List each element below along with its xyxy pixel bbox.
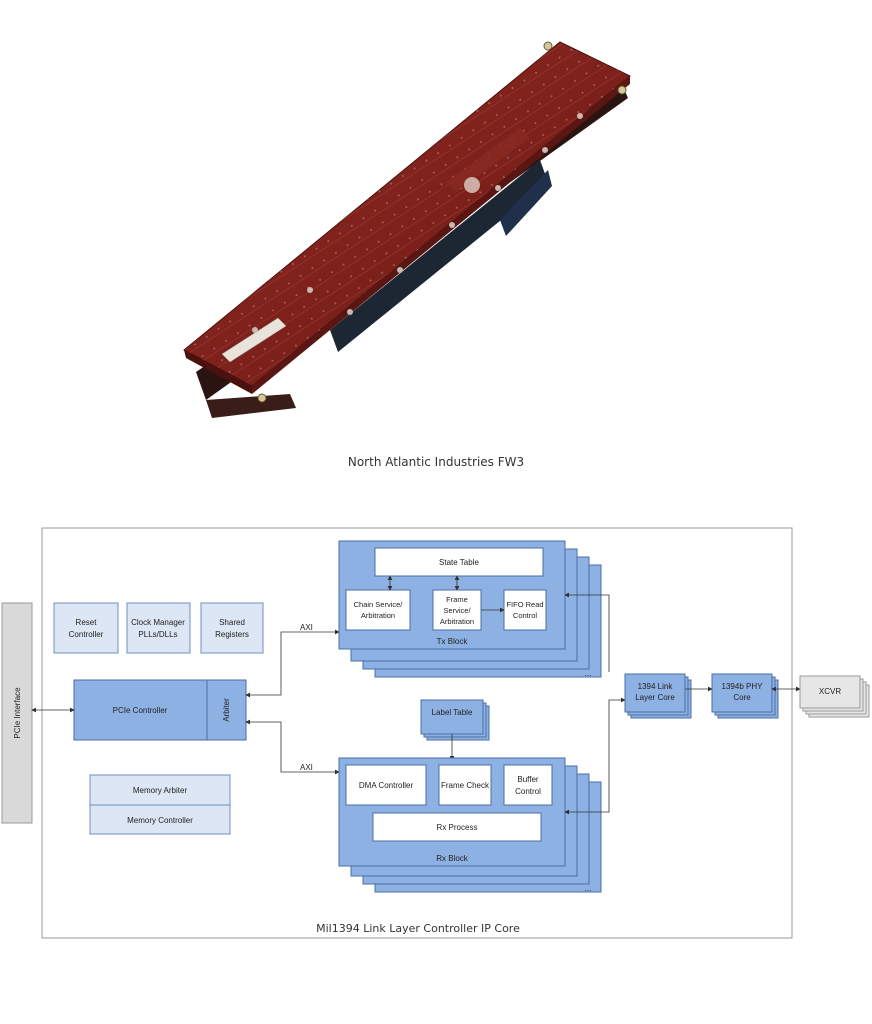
board-photo [183,41,631,418]
rx-link-connection [564,697,626,815]
diagram-title: Mil1394 Link Layer Controller IP Core [316,922,520,935]
svg-text:Core: Core [733,693,751,702]
rx-block-label: Rx Block [436,854,469,863]
svg-text:Shared: Shared [219,618,245,627]
svg-text:PCIe Controller: PCIe Controller [113,706,168,715]
svg-text:Service/: Service/ [443,606,471,615]
clock-manager-box: Clock Manager PLLs/DLLs [126,602,191,654]
state-table-label: State Table [439,558,479,567]
axi-rx-link [245,719,340,775]
svg-text:FIFO Read: FIFO Read [506,600,543,609]
memory-box: Memory Arbiter Memory Controller [89,774,231,835]
svg-text:Frame: Frame [446,595,468,604]
shared-registers-box: Shared Registers [200,602,264,654]
svg-text:Arbitration: Arbitration [440,617,474,626]
xcvr-stack: XCVR [799,675,870,718]
frame-check-label: Frame Check [441,781,490,790]
svg-text:Reset: Reset [76,618,98,627]
svg-text:Buffer: Buffer [517,775,539,784]
tx-block-label: Tx Block [437,637,469,646]
pcb-board [183,41,631,418]
axi-bottom-label: AXI [300,763,313,772]
svg-text:Chain Service/: Chain Service/ [354,600,404,609]
svg-text:Registers: Registers [215,630,249,639]
phy-core-stack: 1394b PHY Core [711,673,779,719]
svg-text:Control: Control [515,787,541,796]
pcie-interface-panel [1,602,33,824]
tx-link-connection [564,592,610,672]
svg-text:1394b PHY: 1394b PHY [722,682,764,691]
svg-text:Controller: Controller [69,630,104,639]
svg-text:XCVR: XCVR [819,687,841,696]
reset-controller-box: Reset Controller [53,602,119,654]
svg-text:Clock Manager: Clock Manager [131,618,185,627]
arbiter-label: Arbiter [222,698,231,722]
memory-arbiter-label: Memory Arbiter [133,786,188,795]
memory-controller-label: Memory Controller [127,816,193,825]
rx-ellipsis: ... [585,884,592,893]
svg-text:Control: Control [513,611,538,620]
tx-block-stack: State Table Chain Service/ Arbitration F… [338,540,602,678]
axi-tx-link [245,629,340,698]
pcie-controller-box: PCIe Controller Arbiter [73,679,247,741]
rx-process-label: Rx Process [437,823,478,832]
svg-text:1394 Link: 1394 Link [638,682,674,691]
tx-ellipsis: ... [585,669,592,678]
svg-text:PLLs/DLLs: PLLs/DLLs [138,630,177,639]
photo-caption: North Atlantic Industries FW3 [347,455,525,469]
svg-text:Layer Core: Layer Core [635,693,675,702]
link-core-stack: 1394 Link Layer Core [624,673,692,719]
label-table-label: Label Table [432,708,473,717]
label-table-stack: Label Table [420,699,490,761]
svg-text:Arbitration: Arbitration [361,611,395,620]
axi-top-label: AXI [300,623,313,632]
rx-block-stack: DMA Controller Frame Check Buffer Contro… [338,757,602,893]
pcie-interface-label: PCIe Interface [13,687,22,739]
dma-controller-label: DMA Controller [359,781,414,790]
